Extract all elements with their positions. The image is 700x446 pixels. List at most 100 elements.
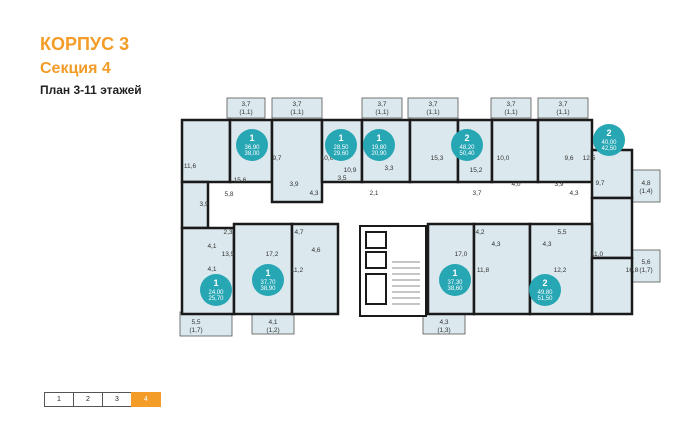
apartment-badge[interactable]: 1 37,70 38,90 [252,264,284,296]
apartment-area: 28,50 [333,145,349,151]
room-area: 16,8 [626,267,639,274]
room-area: 17,2 [266,251,279,258]
section-tab-3[interactable]: 3 [102,392,132,407]
balcony-reduced: (1,1) [290,109,303,116]
apartment-total: 38,60 [447,286,463,292]
room-area: 4,0 [511,181,520,188]
apartment-total: 38,90 [260,286,276,292]
floors-subtitle: План 3-11 этажей [40,83,142,97]
room-area: 12,5 [583,155,596,162]
apartment-total: 51,50 [537,296,553,302]
apartment-area: 36,90 [244,145,260,151]
balcony-reduced: (1,1) [239,109,252,116]
apartment-area: 40,00 [601,140,617,146]
room-area: 4,6 [311,247,320,254]
room-area: 10,6 [321,155,334,162]
balcony-reduced: (1,4) [639,188,652,195]
room-area: 3,9 [199,201,208,208]
room-area: 3,3 [384,165,393,172]
room-area: 2,1 [369,190,378,197]
apartment-badge[interactable]: 1 37,30 38,60 [439,264,471,296]
balcony-area: 3,7 [428,101,437,108]
room-area: 5,8 [224,191,233,198]
balcony-area: 3,7 [241,101,250,108]
apartment-badge[interactable]: 1 19,80 20,90 [363,129,395,161]
balcony-reduced: (1,3) [437,327,450,334]
apartment-badge[interactable]: 1 24,00 25,70 [200,274,232,306]
room-area: 3,9 [289,181,298,188]
apartment-area: 49,80 [537,290,553,296]
apartment-rooms: 1 [249,133,254,143]
apartment-total: 50,40 [459,151,475,157]
room-area: 4,1 [207,266,216,273]
apartment-total: 29,60 [333,151,349,157]
room-area: 13,5 [222,251,235,258]
section-tab-1[interactable]: 1 [44,392,74,407]
balcony-area: 4,8 [641,180,650,187]
room-area: 4,7 [294,229,303,236]
balcony-area: 3,7 [558,101,567,108]
room-area: 3,7 [472,190,481,197]
balcony-reduced: (1,7) [639,267,652,274]
apartment-rooms: 2 [542,278,547,288]
room-area: 9,7 [272,155,281,162]
apartment-total: 25,70 [208,296,224,302]
apartment-badge[interactable]: 1 36,90 38,00 [236,129,268,161]
balcony-area: 3,7 [506,101,515,108]
apartment-rooms: 1 [452,268,457,278]
apartment-area: 37,70 [260,280,276,286]
room-area: 11,0 [591,251,604,258]
balcony-reduced: (1,1) [556,109,569,116]
room-area: 4,2 [475,229,484,236]
room-area: 4,3 [309,190,318,197]
balcony-reduced: (1,2) [266,327,279,334]
room-area: 3,9 [554,181,563,188]
balcony-area: 4,3 [439,319,448,326]
apartment-badge[interactable]: 1 28,50 29,60 [325,129,357,161]
room-area: 9,7 [595,180,604,187]
room-area: 11,6 [184,163,197,170]
apartment-total: 42,50 [601,146,617,152]
room-area: 9,6 [564,155,573,162]
apartment-badge[interactable]: 2 40,00 42,50 [593,124,625,156]
balcony-reduced: (1,1) [426,109,439,116]
section-tab-4[interactable]: 4 [131,392,161,407]
room-area: 2,3 [223,229,232,236]
room-area: 4,3 [542,241,551,248]
room-area: 15,6 [234,177,247,184]
apartment-area: 37,30 [447,280,463,286]
apartment-badge[interactable]: 2 48,20 50,40 [451,129,483,161]
balcony-area: 4,1 [268,319,277,326]
room-area: 10,9 [344,167,357,174]
balcony-reduced: (1,1) [375,109,388,116]
apartment-rooms: 2 [606,128,611,138]
balcony-reduced: (1,1) [504,109,517,116]
balcony-area: 5,6 [641,259,650,266]
balcony-reduced: (1,7) [189,327,202,334]
apartment-rooms: 1 [376,133,381,143]
apartment-area: 24,00 [208,290,224,296]
room-area: 15,2 [470,167,483,174]
apartment-rooms: 1 [213,278,218,288]
apartment-rooms: 2 [464,133,469,143]
apartment-badge[interactable]: 2 49,80 51,50 [529,274,561,306]
room-area: 17,0 [455,251,468,258]
room-area: 11,2 [291,267,304,274]
apartment-area: 19,80 [371,145,387,151]
apartment-area: 48,20 [459,145,475,151]
apartment-rooms: 1 [265,268,270,278]
apartment-total: 20,90 [371,151,387,157]
room-area: 4,3 [569,190,578,197]
balcony-area: 5,5 [191,319,200,326]
room-area: 4,3 [491,241,500,248]
building-title: КОРПУС 3 [40,34,130,54]
room-area: 15,3 [431,155,444,162]
apartment-total: 38,00 [244,151,260,157]
balcony-area: 3,7 [292,101,301,108]
balcony-area: 3,7 [377,101,386,108]
section-tab-2[interactable]: 2 [73,392,103,407]
room-area: 4,1 [207,243,216,250]
section-title: Секция 4 [40,60,111,77]
section-selector: 1 2 3 4 [44,392,161,407]
apartment-rooms: 1 [338,133,343,143]
